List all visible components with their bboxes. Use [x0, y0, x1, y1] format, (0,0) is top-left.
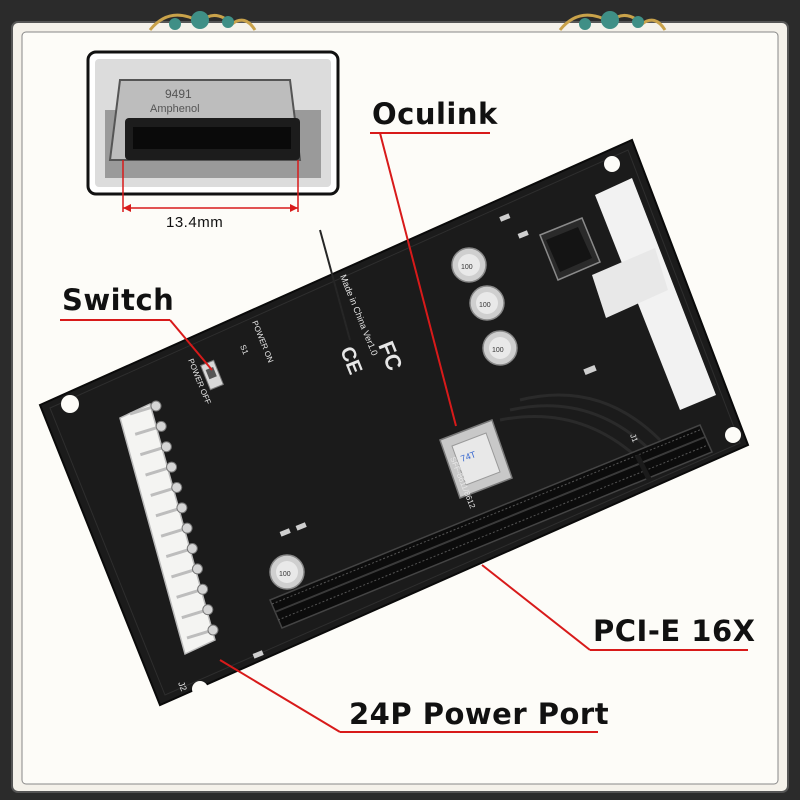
svg-text:100: 100	[492, 347, 504, 354]
svg-text:100: 100	[479, 302, 491, 309]
mounting-hole	[725, 427, 741, 443]
power-pin-pad	[150, 400, 162, 412]
power-pin-pad	[197, 583, 209, 595]
power-connector-24p	[119, 400, 219, 656]
power-pin-pad	[171, 481, 183, 493]
power-pins	[129, 400, 219, 640]
label-pcie-16x: PCI-E 16X	[593, 614, 756, 648]
leader-switch	[60, 319, 213, 371]
voltage-regulator	[539, 217, 601, 281]
svg-text:100: 100	[279, 571, 291, 578]
label-switch: Switch	[62, 283, 175, 317]
connector-inset-photo: 9491 Amphenol	[86, 50, 340, 196]
capacitor: 100	[469, 285, 505, 321]
power-pin-pad	[176, 502, 188, 514]
smd-components	[252, 213, 597, 659]
pcie-x16-slot	[269, 424, 713, 629]
power-pin-pad	[160, 441, 172, 453]
mounting-hole	[604, 156, 620, 172]
top-right-ornament-icon	[558, 11, 667, 31]
pcb-board	[38, 138, 750, 707]
silk-s1: S1	[238, 343, 250, 356]
board-cutout	[592, 248, 668, 318]
power-pin-pad	[166, 461, 178, 473]
power-pin-pad	[181, 522, 193, 534]
silk-j2: J2	[176, 680, 189, 693]
capacitor: 100	[269, 554, 305, 590]
leader-oculink	[370, 132, 490, 427]
power-pin-pad	[155, 420, 167, 432]
mounting-hole	[61, 395, 79, 413]
power-switch	[199, 359, 225, 391]
silk-j1: J1	[628, 432, 640, 444]
label-oculink: Oculink	[372, 97, 498, 131]
capacitor: 100	[451, 247, 487, 283]
inset-chip-code: 9491	[165, 87, 192, 101]
leader-pcie	[481, 564, 748, 651]
power-pin-pad	[202, 604, 214, 616]
leader-power-port	[219, 659, 598, 733]
power-pin-pad	[186, 543, 198, 555]
inset-brand: Amphenol	[150, 103, 200, 115]
oculink-connector: 74T	[439, 419, 513, 499]
top-left-ornament-icon	[148, 11, 257, 31]
label-24p-power-port: 24P Power Port	[349, 697, 610, 731]
power-pin-pad	[207, 624, 219, 636]
power-pin-pad	[191, 563, 203, 575]
label-dimension: 13.4mm	[166, 214, 224, 231]
dimension-marker	[122, 160, 299, 212]
mounting-hole	[192, 681, 208, 697]
svg-text:100: 100	[461, 264, 473, 271]
capacitor: 100	[482, 330, 518, 366]
